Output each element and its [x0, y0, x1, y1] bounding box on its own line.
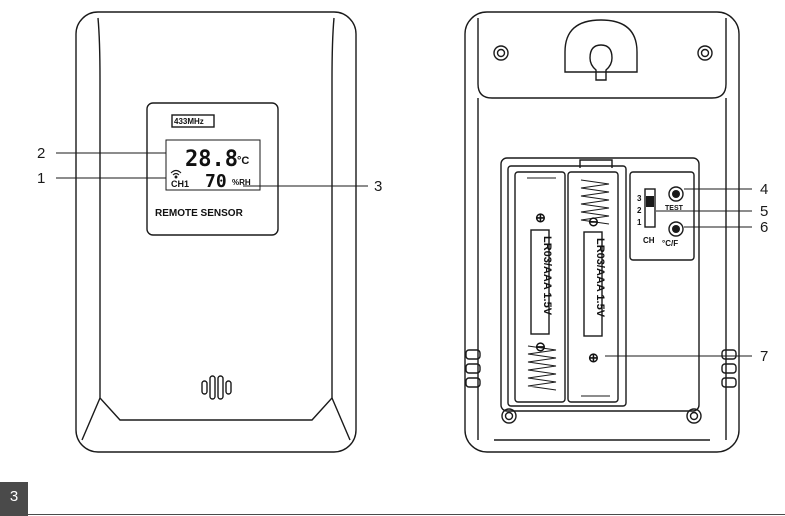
test-button[interactable] [668, 186, 684, 202]
lcd-display [146, 102, 279, 236]
switch-label: CH [643, 236, 655, 245]
lcd-humidity-unit: %RH [232, 178, 251, 187]
test-button-label: TEST [665, 205, 684, 212]
battery-compartment [500, 157, 700, 412]
screw-holes [493, 45, 713, 424]
speaker-grille [201, 375, 232, 400]
plus-symbol-left: ⊕ [535, 210, 546, 225]
lcd-humidity: 70 [205, 171, 227, 192]
battery-right-label: LR03/AAA 1.5V [594, 238, 606, 318]
plus-symbol-right: ⊕ [588, 350, 599, 365]
battery-springs [527, 177, 610, 397]
callout-1: 1 [37, 170, 45, 187]
page-number-badge [0, 482, 28, 516]
channel-switch[interactable] [644, 188, 656, 228]
lcd-temperature: 28.8 [185, 147, 238, 172]
callout-7: 7 [760, 348, 768, 365]
battery-left [514, 171, 566, 403]
callout-5: 5 [760, 203, 768, 220]
switch-position-1: 1 [637, 218, 642, 227]
lcd-caption: REMOTE SENSOR [155, 208, 244, 219]
callout-leaders [56, 152, 752, 357]
battery-left-label-box [530, 229, 550, 335]
lcd-channel: CH1 [171, 179, 189, 189]
page-number: 3 [9, 488, 19, 505]
back-sensor-body [464, 11, 740, 453]
callout-2: 2 [37, 145, 45, 162]
page-footer-rule [28, 514, 785, 515]
callout-3: 3 [374, 178, 382, 195]
battery-left-label: LR03/AAA 1.5V [541, 236, 553, 316]
lcd-temperature-unit: °C [237, 155, 249, 167]
switch-position-3: 3 [637, 194, 642, 203]
side-latches [465, 349, 737, 388]
switch-position-2: 2 [637, 206, 642, 215]
battery-right [567, 171, 619, 403]
battery-right-label-box [583, 231, 603, 337]
unit-button[interactable] [668, 221, 684, 237]
minus-symbol-left: ⊖ [535, 339, 546, 354]
signal-icon [170, 169, 182, 179]
front-sensor-body [75, 11, 357, 453]
hanging-keyhole [589, 44, 613, 81]
lcd-frequency: 433MHz [174, 117, 204, 126]
frequency-box [171, 114, 215, 128]
control-panel [629, 171, 695, 261]
callout-6: 6 [760, 219, 768, 236]
minus-symbol-right: ⊖ [588, 214, 599, 229]
callout-4: 4 [760, 181, 768, 198]
unit-button-label: °C/F [662, 239, 678, 248]
